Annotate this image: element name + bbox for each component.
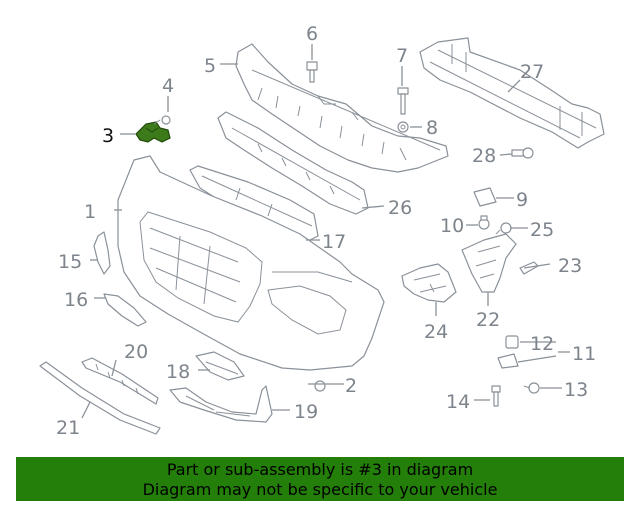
part-25-screw[interactable] (495, 222, 512, 235)
part-9-clip[interactable] (473, 187, 497, 207)
callout-12: 12 (530, 333, 554, 355)
part-23-screw[interactable] (519, 261, 539, 275)
banner-line-2: Diagram may not be specific to your vehi… (142, 480, 498, 499)
part-20-strip[interactable] (81, 357, 159, 405)
callout-20: 20 (124, 341, 148, 363)
callout-4: 4 (162, 75, 174, 97)
callout-17: 17 (322, 231, 346, 253)
part-15-clip[interactable] (93, 231, 111, 275)
callout-9: 9 (516, 189, 528, 211)
part-11-clip[interactable] (497, 353, 519, 369)
part-13-screw[interactable] (523, 382, 540, 394)
callout-25: 25 (530, 219, 554, 241)
callout-3: 3 (102, 125, 114, 147)
info-banner: Part or sub-assembly is #3 in diagram Di… (16, 457, 624, 501)
part-24-bracket[interactable] (401, 263, 457, 303)
part-16-molding[interactable] (103, 293, 147, 327)
callout-18: 18 (166, 361, 190, 383)
banner-line-1: Part or sub-assembly is #3 in diagram (166, 460, 474, 479)
callout-13: 13 (564, 379, 588, 401)
part-8-nut[interactable] (397, 121, 409, 133)
part-6-bolt[interactable] (306, 61, 318, 83)
callout-2: 2 (345, 375, 357, 397)
part-10-nut[interactable] (478, 215, 490, 230)
part-1-bumper-cover[interactable] (117, 155, 385, 371)
callout-14: 14 (446, 391, 470, 413)
part-4-screw[interactable] (153, 115, 171, 125)
callout-10: 10 (440, 215, 464, 237)
callout-11: 11 (572, 343, 596, 365)
part-18-trim[interactable] (195, 351, 245, 381)
callout-7: 7 (396, 45, 408, 67)
callout-8: 8 (426, 117, 438, 139)
callout-28: 28 (472, 145, 496, 167)
callout-labels: 1 2 3 4 5 6 7 8 9 10 11 12 13 14 15 16 1… (56, 23, 596, 439)
callout-24: 24 (424, 321, 448, 343)
callout-26: 26 (388, 197, 412, 219)
part-2-nut[interactable] (314, 380, 326, 392)
callout-22: 22 (476, 309, 500, 331)
part-22-bracket[interactable] (461, 233, 517, 293)
part-28-bolt[interactable] (511, 147, 534, 159)
part-21-lip[interactable] (39, 361, 161, 435)
part-27-impact-bar[interactable] (419, 37, 605, 149)
part-12-clip[interactable] (505, 335, 519, 349)
leader-lines (81, 44, 570, 419)
part-7-bolt[interactable] (397, 87, 409, 115)
callout-6: 6 (306, 23, 318, 45)
part-14-screw[interactable] (491, 385, 501, 407)
parts-diagram: 1 2 3 4 5 6 7 8 9 10 11 12 13 14 15 16 1… (39, 23, 605, 439)
part-5-upper-bracket[interactable] (235, 43, 449, 173)
callout-15: 15 (58, 251, 82, 273)
callout-19: 19 (294, 401, 318, 423)
callout-1: 1 (84, 201, 96, 223)
callout-21: 21 (56, 417, 80, 439)
callout-23: 23 (558, 255, 582, 277)
part-3-bracket[interactable] (135, 121, 171, 143)
part-19-surround[interactable] (169, 385, 273, 423)
callout-16: 16 (64, 289, 88, 311)
callout-5: 5 (204, 55, 216, 77)
callout-27: 27 (520, 61, 544, 83)
